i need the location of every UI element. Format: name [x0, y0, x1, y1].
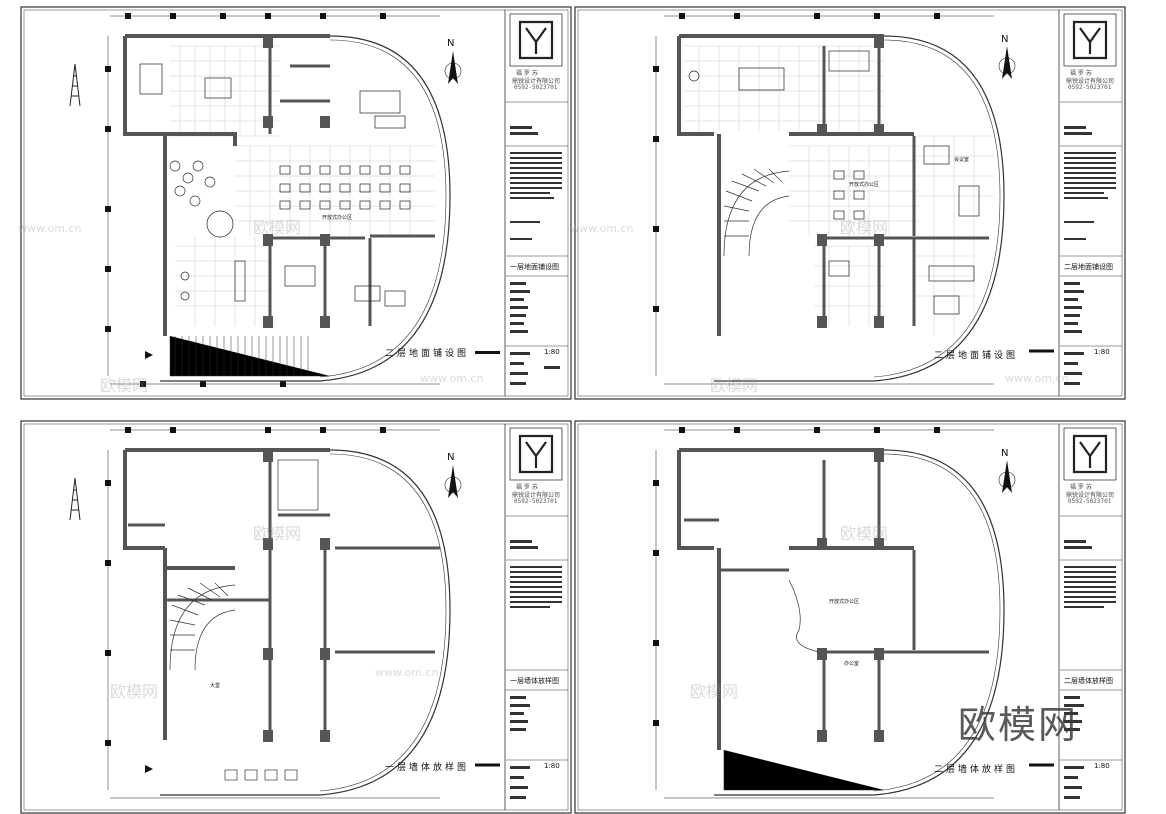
watermark-url: www.om.cn — [570, 222, 634, 235]
logo-text: 福 罗 苏 — [516, 70, 538, 77]
room-label: 会议室 — [954, 157, 970, 163]
drawing-title: 一层墙体放样图 — [385, 763, 470, 773]
watermark-url: www.om.cn — [1005, 372, 1069, 385]
drawing-title: 二层地面铺设图 — [385, 349, 470, 359]
room-label: 开放式办公区 — [829, 599, 860, 605]
north-label: N — [447, 38, 455, 49]
watermark-brand: 欧模网 — [253, 218, 302, 237]
watermark-brand-large: 欧模网 — [958, 703, 1079, 747]
title-block-title: 一层地面铺设图 — [510, 263, 559, 271]
drawing-scale: 1:80 — [544, 348, 560, 356]
title-block-title: 一层墙体放样图 — [510, 677, 559, 685]
north-label: N — [1001, 34, 1009, 45]
room-label: 大堂 — [210, 683, 221, 689]
watermark-brand: 欧模网 — [253, 524, 302, 543]
room-label: 开放式办公区 — [849, 182, 880, 188]
company-name: 鼎锐设计有限公司 — [512, 78, 561, 85]
floor-plan — [574, 6, 1126, 400]
drawing-sheet: N 福 罗 苏 鼎锐设计有限公司 0592-5023701 二层地面铺设图 二层… — [574, 6, 1126, 400]
north-label: N — [1001, 448, 1009, 459]
watermark-brand: 欧模网 — [840, 524, 889, 543]
drawing-scale: 1:80 — [1094, 762, 1110, 770]
watermark-brand: 欧模网 — [100, 376, 149, 395]
north-label: N — [447, 452, 455, 463]
watermark-url: www.om.cn — [375, 666, 439, 679]
company-name: 鼎锐设计有限公司 — [1066, 492, 1115, 499]
floor-plan — [20, 420, 572, 814]
watermark-brand: 欧模网 — [690, 682, 739, 701]
drawing-sheet: N 福 罗 苏 鼎锐设计有限公司 0592-5023701 二层墙体放样图 二层… — [574, 420, 1126, 814]
company-phone: 0592-5023701 — [514, 84, 558, 91]
room-label: 开放式办公区 — [322, 215, 353, 221]
watermark-brand: 欧模网 — [840, 218, 889, 237]
drawing-title: 二层墙体放样图 — [934, 765, 1019, 775]
logo-text: 福 罗 苏 — [1070, 70, 1092, 77]
watermark-brand: 欧模网 — [710, 376, 759, 395]
company-name: 鼎锐设计有限公司 — [512, 492, 561, 499]
watermark-brand: 欧模网 — [110, 682, 159, 701]
drawing-sheet: N 福 罗 苏 鼎锐设计有限公司 0592-5023701 一层墙体放样图 一层… — [20, 420, 572, 814]
logo-text: 福 罗 苏 — [516, 484, 538, 491]
company-phone: 0592-5023701 — [1068, 84, 1112, 91]
watermark-url: www.om.cn — [420, 372, 484, 385]
company-phone: 0592-5023701 — [1068, 498, 1112, 505]
logo-text: 福 罗 苏 — [1070, 484, 1092, 491]
room-label: 办公室 — [844, 661, 860, 667]
floor-plan — [20, 6, 572, 400]
floor-plan — [574, 420, 1126, 814]
drawing-scale: 1:80 — [1094, 348, 1110, 356]
company-phone: 0592-5023701 — [514, 498, 558, 505]
drawing-sheet: N 福 罗 苏 鼎锐设计有限公司 0592-5023701 二层地面铺设图 一层… — [20, 6, 572, 400]
drawing-scale: 1:80 — [544, 762, 560, 770]
company-name: 鼎锐设计有限公司 — [1066, 78, 1115, 85]
title-block-title: 二层墙体放样图 — [1064, 677, 1113, 685]
watermark-url: www.om.cn — [18, 222, 82, 235]
title-block-title: 二层地面铺设图 — [1064, 263, 1113, 271]
drawing-title: 二层地面铺设图 — [934, 351, 1019, 361]
